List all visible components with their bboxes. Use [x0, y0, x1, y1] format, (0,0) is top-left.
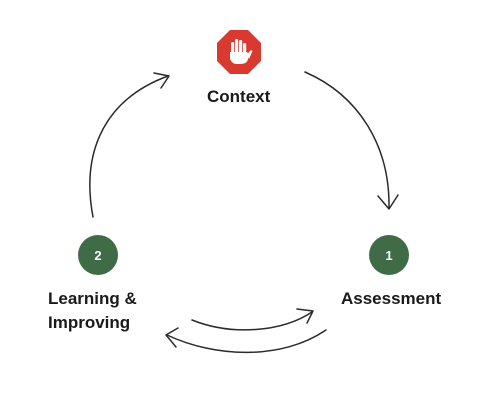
learning-label-line1: Learning & [48, 289, 137, 308]
assessment-step-number: 1 [385, 248, 392, 263]
learning-step-badge: 2 [78, 235, 118, 275]
arrowhead-context-to-assessment [377, 194, 399, 210]
arrowhead-assessment-to-learning [165, 327, 179, 348]
arrowhead-learning-to-context [153, 72, 170, 89]
assessment-label: Assessment [341, 289, 442, 308]
arrow-assessment-to-learning [166, 329, 327, 354]
arrow-learning-to-context [89, 75, 169, 218]
learning-label-line2: Improving [48, 313, 131, 332]
stop-hand-icon [217, 30, 261, 74]
assessment-step-badge: 1 [369, 235, 409, 275]
learning-step-number: 2 [94, 248, 101, 263]
context-label: Context [207, 87, 271, 106]
arrow-context-to-assessment [304, 71, 390, 209]
arrow-learning-to-assessment [191, 311, 313, 331]
arrowhead-learning-to-assessment [296, 308, 314, 324]
